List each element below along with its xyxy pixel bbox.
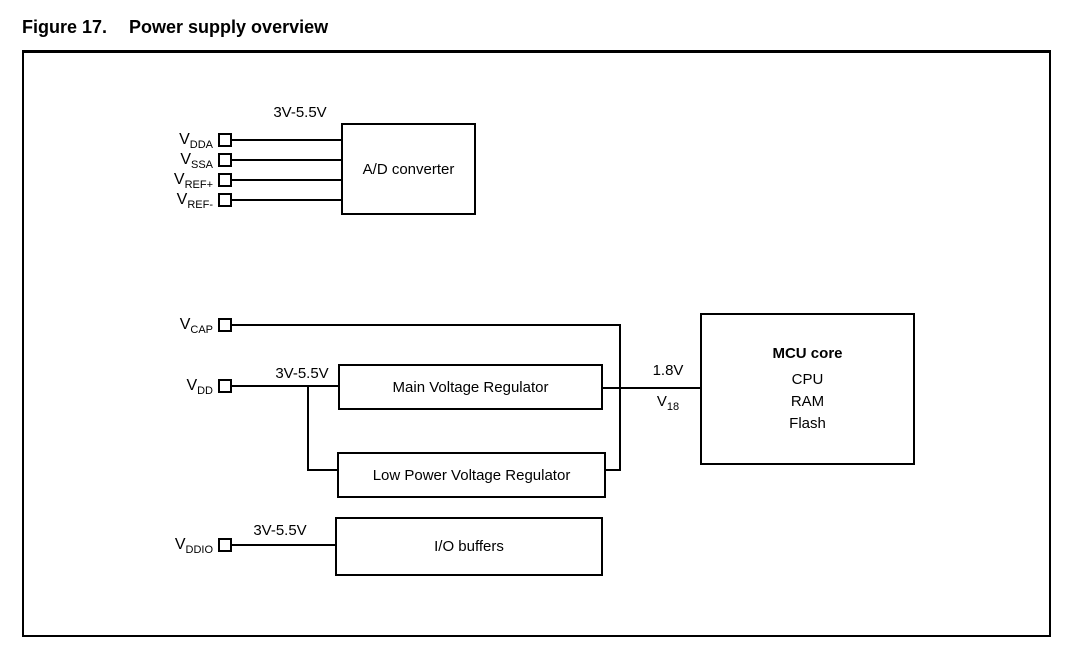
block-main-voltage-regulator: Main Voltage Regulator [338, 364, 603, 410]
wire-vdd-branch-down [307, 385, 309, 471]
wire-vddio-to-io-buffers [232, 544, 335, 546]
pin-label-vref-minus: VREF- [176, 191, 213, 212]
pin-label-vref-plus: VREF+ [173, 171, 213, 192]
mcu-component-flash: Flash [789, 415, 826, 432]
wire-vref-plus-to-adc [232, 179, 341, 181]
block-io-buffers-label: I/O buffers [434, 538, 504, 555]
wire-vcap-to-core-rail [232, 324, 621, 326]
label-vdd-supply-range: 3V-5.5V [275, 365, 329, 382]
label-core-rail-net: V18 [656, 393, 680, 413]
wire-vssa-to-adc [232, 159, 341, 161]
block-low-power-voltage-regulator: Low Power Voltage Regulator [337, 452, 606, 498]
wire-low-power-regulator-to-core-rail [606, 469, 621, 471]
block-main-voltage-regulator-label: Main Voltage Regulator [392, 378, 549, 396]
figure-frame [22, 50, 1051, 637]
wire-vdd-to-main-regulator [232, 385, 338, 387]
mcu-component-cpu: CPU [791, 371, 824, 388]
pin-vref-minus [218, 193, 232, 207]
pin-label-vssa: VSSA [180, 151, 213, 172]
pin-vdd [218, 379, 232, 393]
wire-vdda-to-adc [232, 139, 341, 141]
block-low-power-voltage-regulator-label: Low Power Voltage Regulator [372, 466, 571, 484]
pin-vddio [218, 538, 232, 552]
mcu-component-ram: RAM [790, 393, 825, 410]
label-adc-supply-range: 3V-5.5V [273, 104, 327, 121]
block-io-buffers: I/O buffers [335, 517, 603, 576]
wire-core-rail-vertical [619, 324, 621, 471]
pin-vcap [218, 318, 232, 332]
figure-caption: Figure 17. Power supply overview [22, 17, 328, 38]
pin-vdda [218, 133, 232, 147]
wire-vref-minus-to-adc [232, 199, 341, 201]
pin-label-vcap: VCAP [179, 316, 213, 337]
block-mcu-core-title: MCU core [772, 345, 843, 362]
block-ad-converter-label: A/D converter [362, 160, 455, 178]
figure-title: Power supply overview [129, 17, 329, 37]
wire-vdd-branch-to-low-power-regulator [307, 469, 337, 471]
label-core-voltage: 1.8V [652, 362, 684, 379]
label-vddio-supply-range: 3V-5.5V [253, 522, 307, 539]
figure-number: Figure 17. [22, 17, 108, 37]
pin-vssa [218, 153, 232, 167]
block-mcu-core: MCU core CPU RAM Flash [700, 313, 915, 465]
wire-main-regulator-to-mcu-core [603, 387, 700, 389]
pin-label-vdda: VDDA [179, 131, 213, 152]
pin-vref-plus [218, 173, 232, 187]
pin-label-vdd: VDD [186, 377, 213, 398]
block-ad-converter: A/D converter [341, 123, 476, 215]
pin-label-vddio: VDDIO [174, 536, 213, 557]
